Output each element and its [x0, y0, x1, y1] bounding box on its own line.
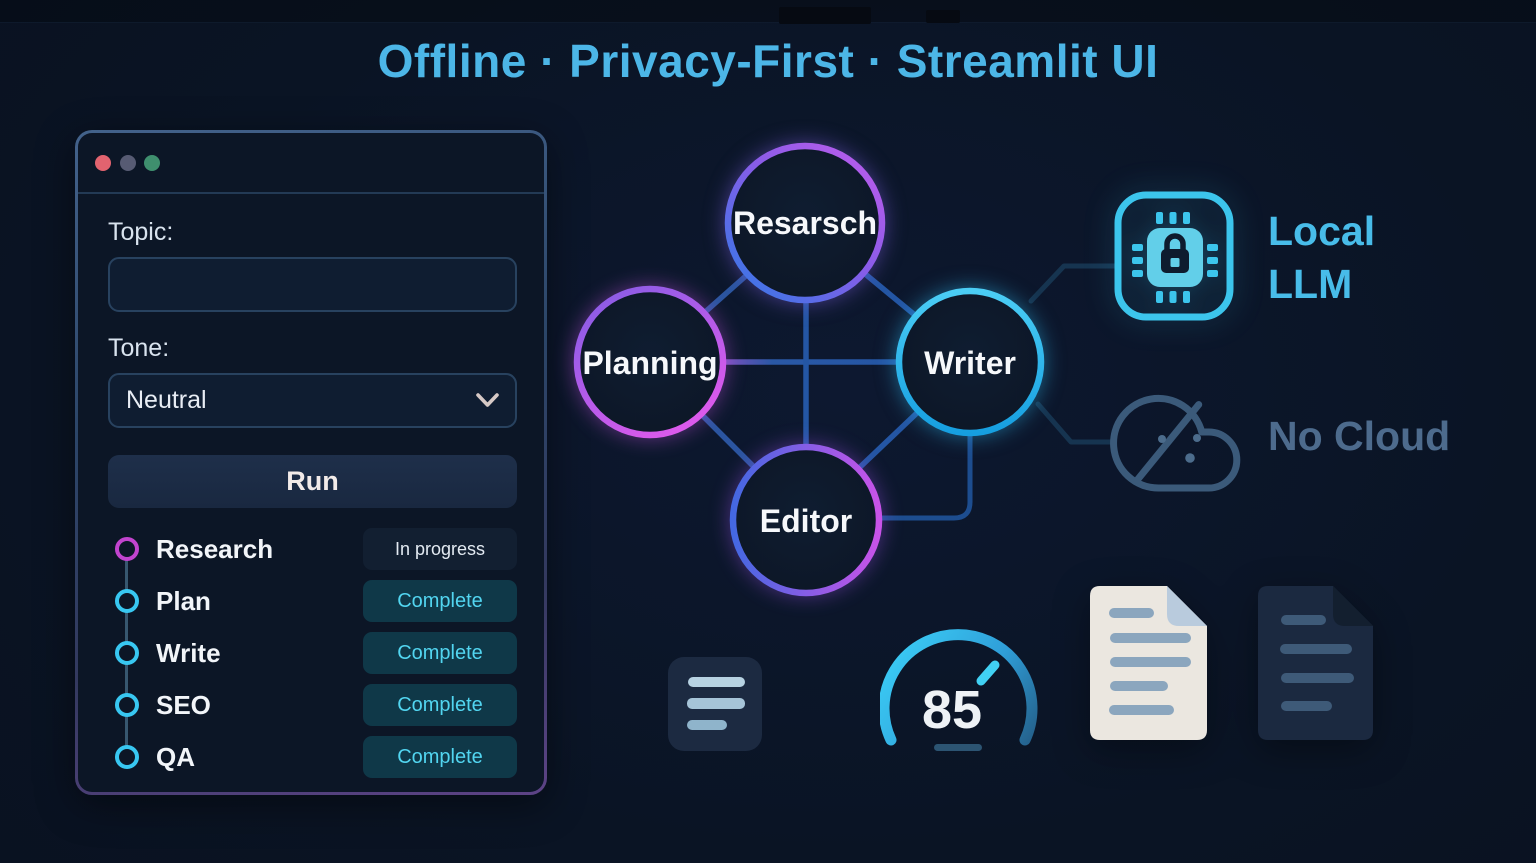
local-llm-label: Local LLM: [1268, 208, 1376, 308]
edge-writer-editor: [856, 409, 921, 471]
node-label: Editor: [760, 503, 852, 539]
step-row-qa: QA Complete: [108, 736, 517, 778]
lock-icon: [1161, 233, 1189, 273]
status-badge: Complete: [363, 632, 517, 674]
no-cloud-label: No Cloud: [1268, 413, 1451, 459]
node-label: Planning: [582, 345, 717, 381]
page-title: Offline · Privacy-First · Streamlit UI: [377, 35, 1159, 87]
step-label: Write: [156, 637, 221, 668]
status-badge: Complete: [363, 736, 517, 778]
zoom-button[interactable]: [144, 155, 160, 171]
step-status-dot: [115, 589, 139, 613]
topic-input[interactable]: [108, 257, 517, 312]
edge-research-writer: [862, 270, 918, 319]
tone-label: Tone:: [108, 334, 170, 362]
document-dark-icon: [1258, 586, 1373, 740]
list-icon: [668, 657, 762, 751]
node-research: Resarsch: [724, 142, 886, 304]
step-label: Research: [156, 533, 274, 564]
tone-selected-value: Neutral: [126, 386, 207, 414]
status-badge: In progress: [363, 528, 517, 570]
gauge-value: 85: [922, 680, 982, 740]
edge-writer-editor-elbow: [880, 433, 973, 521]
step-status-dot: [115, 641, 139, 665]
close-button[interactable]: [95, 155, 111, 171]
top-artifact: [779, 7, 871, 24]
node-writer: Writer: [895, 287, 1045, 437]
app-window: Topic: Tone: Neutral Run Research In pro…: [75, 130, 547, 795]
step-status-dot: [115, 693, 139, 717]
step-status-dot: [115, 537, 139, 561]
score-gauge: 85: [880, 629, 1038, 751]
edge-planning-editor: [699, 412, 757, 470]
tone-select[interactable]: Neutral: [108, 373, 517, 428]
node-label: Resarsch: [733, 205, 877, 241]
step-row-seo: SEO Complete: [108, 684, 517, 726]
step-status-dot: [115, 745, 139, 769]
gauge-needle-tick: [976, 660, 1000, 686]
node-planning: Planning: [573, 285, 727, 439]
document-icons: [1090, 586, 1373, 740]
chevron-down-icon: [476, 393, 499, 407]
top-band: [0, 0, 1536, 23]
topic-label: Topic:: [108, 218, 174, 246]
titlebar-divider: [78, 192, 544, 194]
minimize-button[interactable]: [120, 155, 136, 171]
chip-lock-icon: [1114, 191, 1234, 321]
app-window-body: Topic: Tone: Neutral Run Research In pro…: [78, 133, 544, 792]
step-row-research: Research In progress: [108, 528, 517, 570]
step-label: Plan: [156, 585, 211, 616]
status-badge: Complete: [363, 684, 517, 726]
node-label: Writer: [924, 345, 1016, 381]
top-artifact: [926, 10, 960, 23]
status-badge: Complete: [363, 580, 517, 622]
edge-writer-cloud: [1035, 401, 1115, 445]
no-cloud-icon: [1110, 394, 1241, 492]
step-row-plan: Plan Complete: [108, 580, 517, 622]
edge-writer-chip: [1028, 263, 1121, 304]
edge-research-planning: [702, 271, 750, 316]
node-editor: Editor: [729, 443, 883, 597]
run-button[interactable]: Run: [108, 455, 517, 508]
step-row-write: Write Complete: [108, 632, 517, 674]
document-light-icon: [1090, 586, 1207, 740]
step-label: QA: [156, 741, 195, 772]
step-label: SEO: [156, 689, 211, 720]
